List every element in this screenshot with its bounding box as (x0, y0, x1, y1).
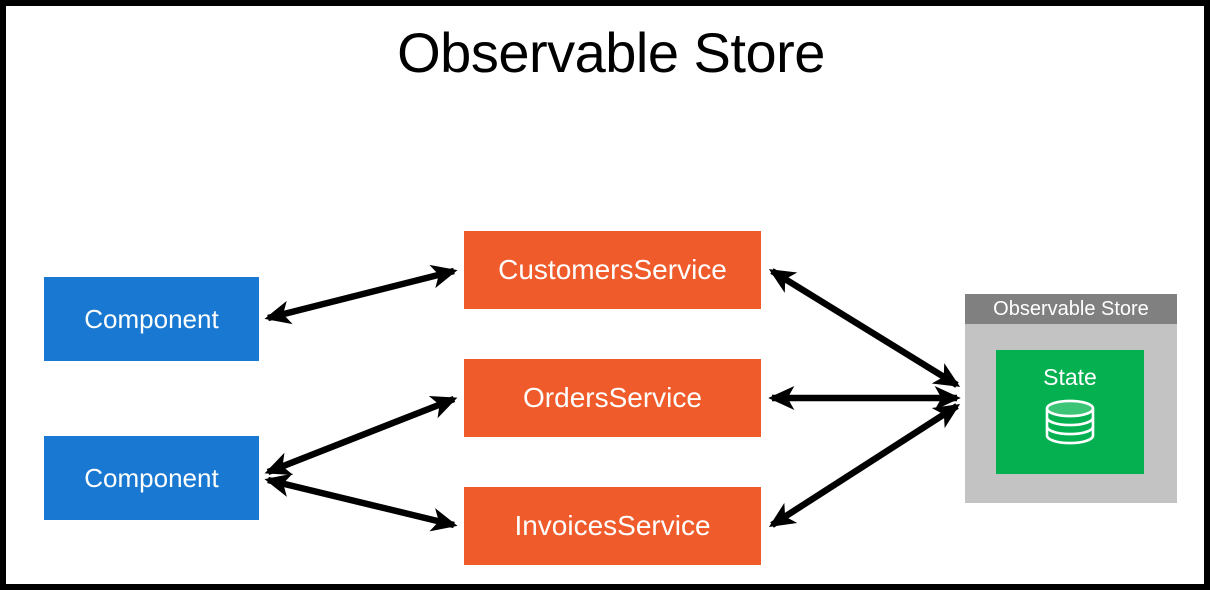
component-top-label: Component (84, 304, 219, 334)
component-box-bottom[interactable]: Component (44, 436, 259, 520)
service-box-invoices[interactable]: InvoicesService (464, 487, 761, 565)
service-box-customers[interactable]: CustomersService (464, 231, 761, 309)
page-title: Observable Store (397, 21, 825, 84)
connector-component-bottom-to-invoices-service (264, 473, 458, 532)
component-box-top[interactable]: Component (44, 277, 259, 361)
connector-invoices-service-to-store (768, 403, 961, 528)
observable-store-header: Observable Store (965, 294, 1177, 324)
observable-store-panel[interactable]: Observable Store State (965, 294, 1177, 503)
state-box[interactable]: State (996, 350, 1144, 474)
connector-component-top-to-customers-service (264, 264, 458, 325)
invoices-service-label: InvoicesService (514, 510, 711, 541)
orders-service-label: OrdersService (523, 382, 702, 413)
service-box-orders[interactable]: OrdersService (464, 359, 761, 437)
component-bottom-label: Component (84, 463, 219, 493)
database-cylinder-icon (1045, 399, 1095, 445)
connector-customers-service-to-store (768, 268, 961, 388)
customers-service-label: CustomersService (498, 254, 727, 285)
state-label: State (1043, 364, 1097, 390)
observable-store-header-label: Observable Store (993, 298, 1149, 320)
connector-component-bottom-to-orders-service (264, 395, 458, 476)
